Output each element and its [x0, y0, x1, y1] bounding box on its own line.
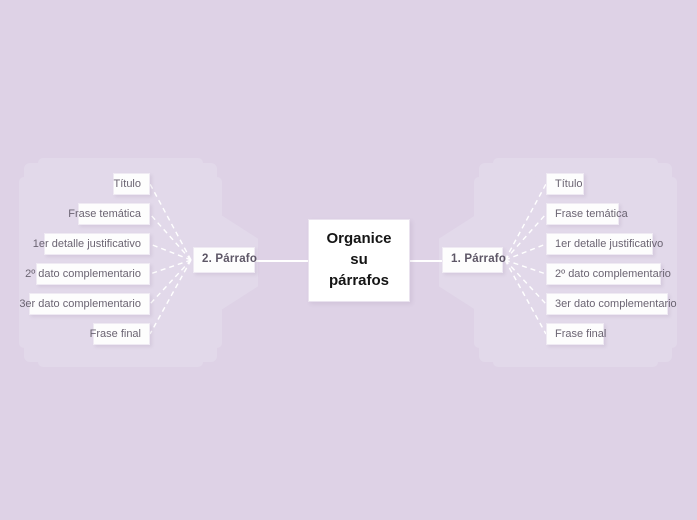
leaf-label: Frase temática [68, 207, 141, 220]
central-topic-line-2: su [350, 251, 368, 269]
central-topic-line-3: párrafos [328, 271, 390, 289]
leaf-label: 2º dato complementario [555, 267, 671, 280]
leaf-node-right-4[interactable]: 2º dato complementario [546, 263, 671, 285]
leaf-node-right-2[interactable]: Frase temática [546, 203, 628, 225]
connector-center-to-branch-left [254, 260, 310, 262]
leaf-label: Título [555, 177, 583, 190]
leaf-node-left-5[interactable]: 3er dato complementario [19, 293, 150, 315]
leaf-node-right-3[interactable]: 1er detalle justificativo [546, 233, 663, 255]
leaf-label: 3er dato complementario [555, 297, 677, 310]
branch-label: 2. Párrafo [202, 253, 258, 266]
leaf-node-right-5[interactable]: 3er dato complementario [546, 293, 677, 315]
leaf-label: Frase temática [555, 207, 628, 220]
leaf-node-left-2[interactable]: Frase temática [68, 203, 150, 225]
leaf-node-right-6[interactable]: Frase final [546, 323, 607, 345]
leaf-label: 2º dato complementario [25, 267, 141, 280]
branch-node-1-parrafo[interactable]: 1. Párrafo [442, 247, 507, 273]
leaf-node-left-6[interactable]: Frase final [89, 323, 150, 345]
leaf-label: 1er detalle justificativo [555, 237, 664, 250]
leaf-label: 3er dato complementario [19, 297, 141, 310]
leaf-label: 1er detalle justificativo [32, 237, 141, 250]
leaf-node-left-1[interactable]: Título [113, 173, 150, 195]
leaf-label: Título [113, 177, 141, 190]
branch-node-2-parrafo[interactable]: 2. Párrafo [193, 247, 258, 273]
connector-center-to-branch-right [408, 260, 444, 262]
leaf-node-right-1[interactable]: Título [546, 173, 584, 195]
branch-label: 1. Párrafo [451, 253, 507, 266]
leaf-label: Frase final [89, 327, 141, 340]
leaf-node-left-4[interactable]: 2º dato complementario [25, 263, 150, 285]
leaf-label: Frase final [555, 327, 607, 340]
central-topic-node[interactable]: Organice su párrafos [308, 219, 410, 302]
central-topic-line-1: Organice [326, 230, 392, 248]
leaf-node-left-3[interactable]: 1er detalle justificativo [33, 233, 150, 255]
